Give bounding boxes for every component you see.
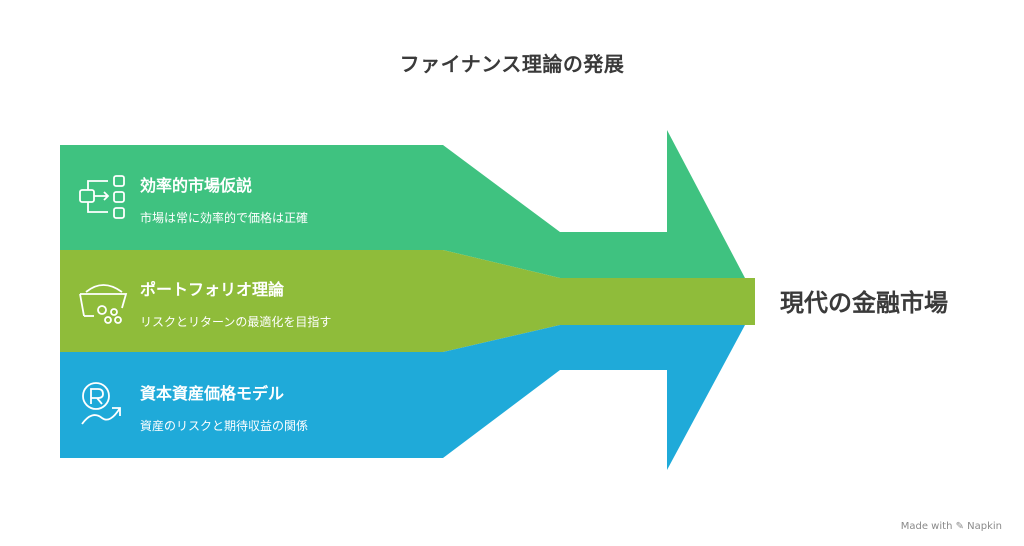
- band-item-1: 効率的市場仮説 市場は常に効率的で価格は正確: [140, 172, 308, 226]
- band-description: 資産のリスクと期待収益の関係: [140, 419, 309, 433]
- flow-boxes-icon: [79, 175, 125, 219]
- band-title: ポートフォリオ理論: [140, 280, 285, 299]
- band-item-2: ポートフォリオ理論 リスクとリターンの最適化を目指す: [140, 276, 331, 330]
- result-label: 現代の金融市場: [780, 289, 948, 317]
- basket-icon: [79, 284, 128, 324]
- band-description: 市場は常に効率的で価格は正確: [140, 211, 309, 225]
- band-title: 資本資産価格モデル: [140, 384, 285, 403]
- diagram-title: ファイナンス理論の発展: [399, 52, 625, 76]
- band-green-shape: [60, 130, 745, 278]
- registered-trend-icon: [81, 382, 121, 425]
- band-item-3: 資本資産価格モデル 資産のリスクと期待収益の関係: [140, 380, 308, 434]
- band-olive-shape: [60, 250, 755, 352]
- band-title: 効率的市場仮説: [140, 176, 253, 195]
- footer-credit[interactable]: Made with ✎ Napkin: [900, 521, 1002, 532]
- band-blue-shape: [60, 325, 745, 470]
- band-description: リスクとリターンの最適化を目指す: [140, 315, 332, 329]
